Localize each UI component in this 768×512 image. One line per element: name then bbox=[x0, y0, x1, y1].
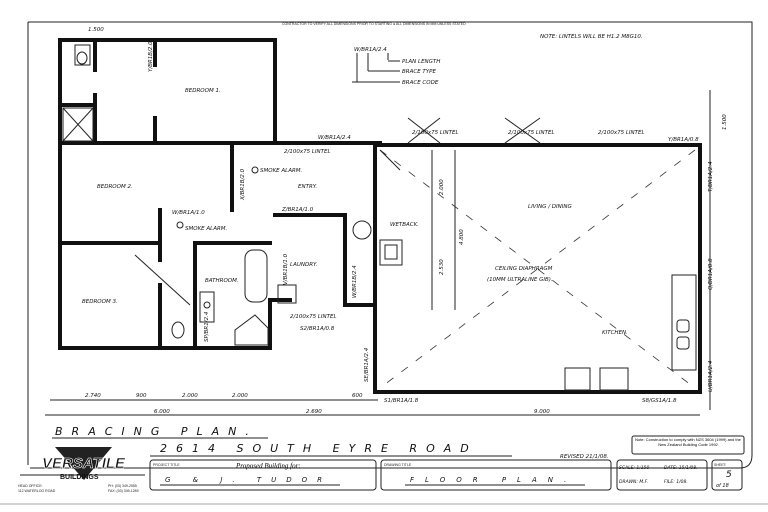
project-title-label: PROJECT TITLE bbox=[153, 463, 180, 467]
proposed-label: Proposed Building for: bbox=[235, 462, 301, 470]
brace-label: W/BR1A/2.4 bbox=[318, 135, 351, 141]
lintel-label: 2/100x75 LINTEL bbox=[508, 130, 555, 136]
compliance-note: Note: Construction to comply with NZS 36… bbox=[635, 437, 741, 447]
wetback-label: WETBACK. bbox=[390, 222, 419, 228]
brace-label: T/BR1A/2.4 bbox=[708, 161, 714, 192]
ceiling-label-2: (10MM ULTRALINE GIB). bbox=[487, 277, 553, 283]
room-living-dining: LIVING / DINING bbox=[528, 204, 572, 210]
date: DATE: 15/1/08. bbox=[664, 465, 698, 471]
head-office: HEAD OFFICE: bbox=[18, 484, 43, 488]
drawing-title: BRACING PLAN. bbox=[55, 425, 258, 438]
address: 2614 SOUTH EYRE ROAD bbox=[160, 442, 478, 455]
brace-label: S8/GS1A/1.8 bbox=[642, 398, 677, 404]
room-laundry: LAUNDRY. bbox=[290, 262, 318, 268]
room-bathroom: BATHROOM. bbox=[205, 278, 239, 284]
drawn-by: DRAWN: M.F. bbox=[619, 479, 648, 485]
brace-label: W/BR1B/2.4 bbox=[352, 265, 358, 298]
sheet-total: of 18 bbox=[716, 483, 729, 489]
dimension: 2.000 bbox=[439, 179, 445, 195]
sheet-label: SHEET: bbox=[714, 463, 727, 467]
brace-label: V/BR1B/1.0 bbox=[283, 253, 289, 285]
ceiling-diaphragm-diagonals bbox=[134, 117, 696, 389]
lintel-label: 2/100x75 LINTEL bbox=[284, 149, 331, 155]
brace-label: S2/BR1A/0.8 bbox=[300, 326, 335, 332]
file: FILE: 1/08. bbox=[664, 479, 688, 485]
company-logo: VERSATILE BUILDINGS bbox=[20, 447, 145, 481]
dimension-lines bbox=[45, 90, 711, 416]
room-bedroom-2: BEDROOM 2. bbox=[97, 184, 133, 190]
brace-label: SP/BR1/2.4 bbox=[204, 311, 210, 342]
room-kitchen: KITCHEN. bbox=[602, 330, 628, 336]
smoke-alarm-label: SMOKE ALARM. bbox=[185, 226, 228, 232]
brace-legend: W/BR1A/2.4 PLAN LENGTH BRACE TYPE BRACE … bbox=[352, 47, 440, 86]
client-name: G & J. TUDOR bbox=[165, 476, 332, 484]
dimension: 2.530 bbox=[439, 259, 445, 275]
brace-label: W/BR1A/1.0 bbox=[172, 210, 205, 216]
brace-label: U/BR1A/2.4 bbox=[708, 360, 714, 392]
svg-text:BRACE TYPE: BRACE TYPE bbox=[402, 69, 436, 75]
dimension: 6.000 bbox=[154, 409, 170, 415]
brace-label: SE/BR1A/2.4 bbox=[364, 347, 370, 382]
svg-text:PLAN LENGTH: PLAN LENGTH bbox=[402, 59, 440, 65]
walls bbox=[58, 38, 702, 394]
brace-label: Y/BR1A/0.8 bbox=[668, 137, 699, 143]
brace-label: S1/BR1A/1.8 bbox=[384, 398, 419, 404]
lintel-label: 2/100x75 LINTEL bbox=[290, 314, 337, 320]
dimension: 2.740 bbox=[85, 393, 101, 399]
brace-label: X/BR1B/2.0 bbox=[240, 168, 246, 201]
revised-note: REVISED 21/1/08. bbox=[560, 454, 609, 460]
drawing-title-label: DRAWING TITLE bbox=[384, 463, 412, 467]
contractor-note: CONTRACTOR TO VERIFY ALL DIMENSIONS PRIO… bbox=[282, 22, 466, 26]
company-phone: PH: (03) 349-2555 bbox=[108, 484, 137, 488]
dimension: 1.500 bbox=[88, 27, 104, 33]
smoke-alarm-label: SMOKE ALARM. bbox=[260, 168, 303, 174]
scale: SCALE: 1:150 bbox=[619, 465, 649, 471]
brace-label: Z/BR1A/1.0 bbox=[281, 207, 314, 213]
dimension: 4.800 bbox=[459, 229, 465, 245]
company-fax: FAX: (03) 349-1289 bbox=[108, 489, 139, 493]
sheet-number: 5 bbox=[726, 470, 732, 480]
sheet-border bbox=[28, 21, 753, 469]
dimension: 2.000 bbox=[182, 393, 198, 399]
dimension: 900 bbox=[136, 393, 147, 399]
dimension: 1.500 bbox=[722, 114, 728, 130]
brace-label: Y/BR1B/2.0 bbox=[148, 41, 154, 72]
drawing-name: FLOOR PLAN. bbox=[410, 476, 577, 484]
fixtures bbox=[62, 44, 697, 391]
svg-text:W/BR1A/2.4: W/BR1A/2.4 bbox=[354, 47, 387, 53]
dimension: 600 bbox=[352, 393, 363, 399]
company-address: 112 WATERLOO ROAD bbox=[18, 489, 56, 493]
brace-label: Q/BR1A/0.8 bbox=[708, 258, 714, 290]
ceiling-label: CEILING DIAPHRAGM bbox=[495, 266, 553, 272]
dimension: 2.000 bbox=[232, 393, 248, 399]
smoke-alarm-icon bbox=[251, 166, 259, 174]
room-bedroom-1: BEDROOM 1. bbox=[185, 88, 221, 94]
svg-text:VERSATILE: VERSATILE bbox=[42, 455, 126, 472]
dimension: 2.690 bbox=[306, 409, 322, 415]
lintel-note: NOTE: LINTELS WILL BE H1.2 M8G10. bbox=[540, 34, 643, 40]
svg-text:BRACE CODE: BRACE CODE bbox=[402, 80, 439, 86]
lintel-label: 2/100x75 LINTEL bbox=[598, 130, 645, 136]
svg-text:BUILDINGS: BUILDINGS bbox=[60, 474, 99, 481]
lintel-label: 2/100x75 LINTEL bbox=[412, 130, 459, 136]
smoke-alarm-icon bbox=[176, 221, 184, 229]
room-entry: ENTRY. bbox=[298, 184, 317, 190]
room-bedroom-3: BEDROOM 3. bbox=[82, 299, 118, 305]
dimension: 9.000 bbox=[534, 409, 550, 415]
